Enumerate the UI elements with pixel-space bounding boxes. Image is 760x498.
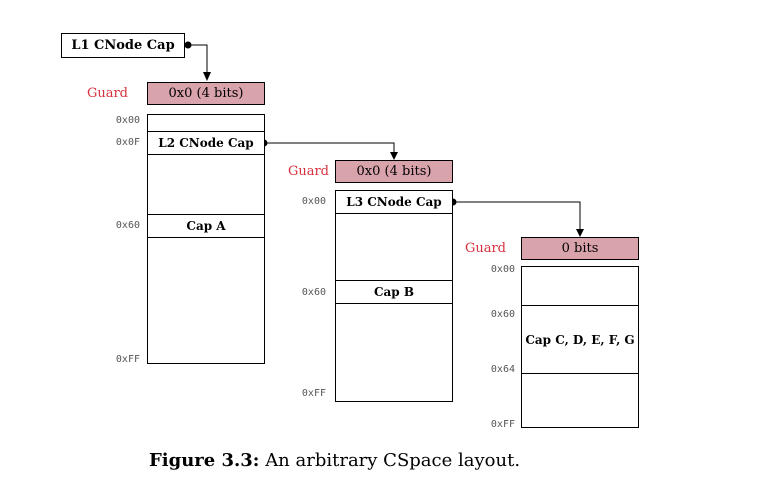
level2-slot-l3-cnode-cap: L3 CNode Cap <box>335 190 453 214</box>
l1-cnode-cap: L1 CNode Cap <box>61 33 185 58</box>
figure-caption-prefix: Figure 3.3: <box>149 450 260 471</box>
level3-addr-0xff: 0xFF <box>490 419 515 430</box>
level3-addr-0x60: 0x60 <box>490 309 515 320</box>
level1-addr-0x0f: 0x0F <box>115 137 140 148</box>
level1-addr-0x00: 0x00 <box>115 115 140 126</box>
level1-slot-cap-a: Cap A <box>147 214 265 238</box>
level1-addr-0xff: 0xFF <box>115 354 140 365</box>
level2-guard-value: 0x0 (4 bits) <box>335 160 453 183</box>
figure-caption-text: An arbitrary CSpace layout. <box>265 450 521 471</box>
figure-caption: Figure 3.3: An arbitrary CSpace layout. <box>149 450 520 471</box>
level1-cnode-table <box>147 114 265 364</box>
arrow-l3-to-l4 <box>449 198 584 237</box>
level1-slot-l2-cnode-cap: L2 CNode Cap <box>147 131 265 155</box>
level2-addr-0x00: 0x00 <box>301 196 326 207</box>
level3-slot-cap-c-d-e-f-g: Cap C, D, E, F, G <box>521 305 639 374</box>
level1-addr-0x60: 0x60 <box>115 220 140 231</box>
level2-slot-cap-b: Cap B <box>335 280 453 304</box>
level2-addr-0x60: 0x60 <box>301 287 326 298</box>
level3-guard-label: Guard <box>464 241 506 256</box>
arrow-l1-to-l2 <box>184 41 211 81</box>
level1-guard-label: Guard <box>86 86 128 101</box>
level3-addr-0x00: 0x00 <box>490 264 515 275</box>
level2-guard-label: Guard <box>287 164 329 179</box>
level2-addr-0xff: 0xFF <box>301 388 326 399</box>
level1-guard-value: 0x0 (4 bits) <box>147 82 265 105</box>
arrow-l2-to-l3 <box>260 139 398 160</box>
level3-addr-0x64: 0x64 <box>490 364 515 375</box>
level3-guard-value: 0 bits <box>521 237 639 260</box>
